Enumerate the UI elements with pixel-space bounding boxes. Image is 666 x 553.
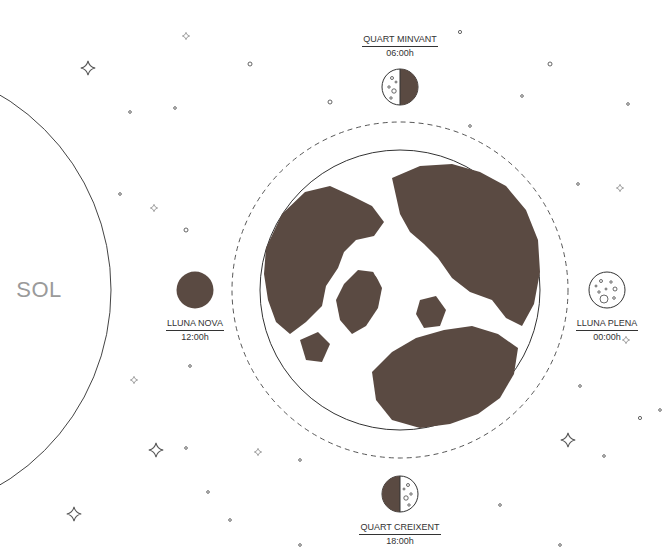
phase-name: QUART CREIXENT [359,522,440,535]
full-moon: LLUNA PLENA00:00h [576,270,639,343]
moon-icon [175,270,215,310]
phase-name: LLUNA PLENA [576,318,639,331]
sun-label: SOL [16,277,62,303]
phase-name: QUART MINVANT [362,34,438,47]
moon-icon [380,67,420,107]
moon-icon [587,270,627,310]
continents [264,164,540,428]
quarter-moon-waning: QUART MINVANT06:00h [362,34,438,107]
moon-icon [380,474,420,514]
phase-time: 18:00h [386,535,414,547]
phase-label: LLUNA PLENA00:00h [576,318,639,343]
phase-time: 00:00h [593,331,621,343]
stars [119,30,662,546]
phase-label: LLUNA NOVA12:00h [166,318,224,343]
sparkles [67,32,630,521]
moon-orbit [232,122,568,458]
quarter-moon-waxing: QUART CREIXENT18:00h [359,474,440,547]
phase-time: 06:00h [386,47,414,59]
phase-name: LLUNA NOVA [166,318,224,331]
earth-outline [260,150,540,430]
phase-label: QUART CREIXENT18:00h [359,522,440,547]
phase-time: 12:00h [181,331,209,343]
new-moon: LLUNA NOVA12:00h [166,270,224,343]
sun: SOL [0,62,112,518]
phase-label: QUART MINVANT06:00h [362,34,438,59]
